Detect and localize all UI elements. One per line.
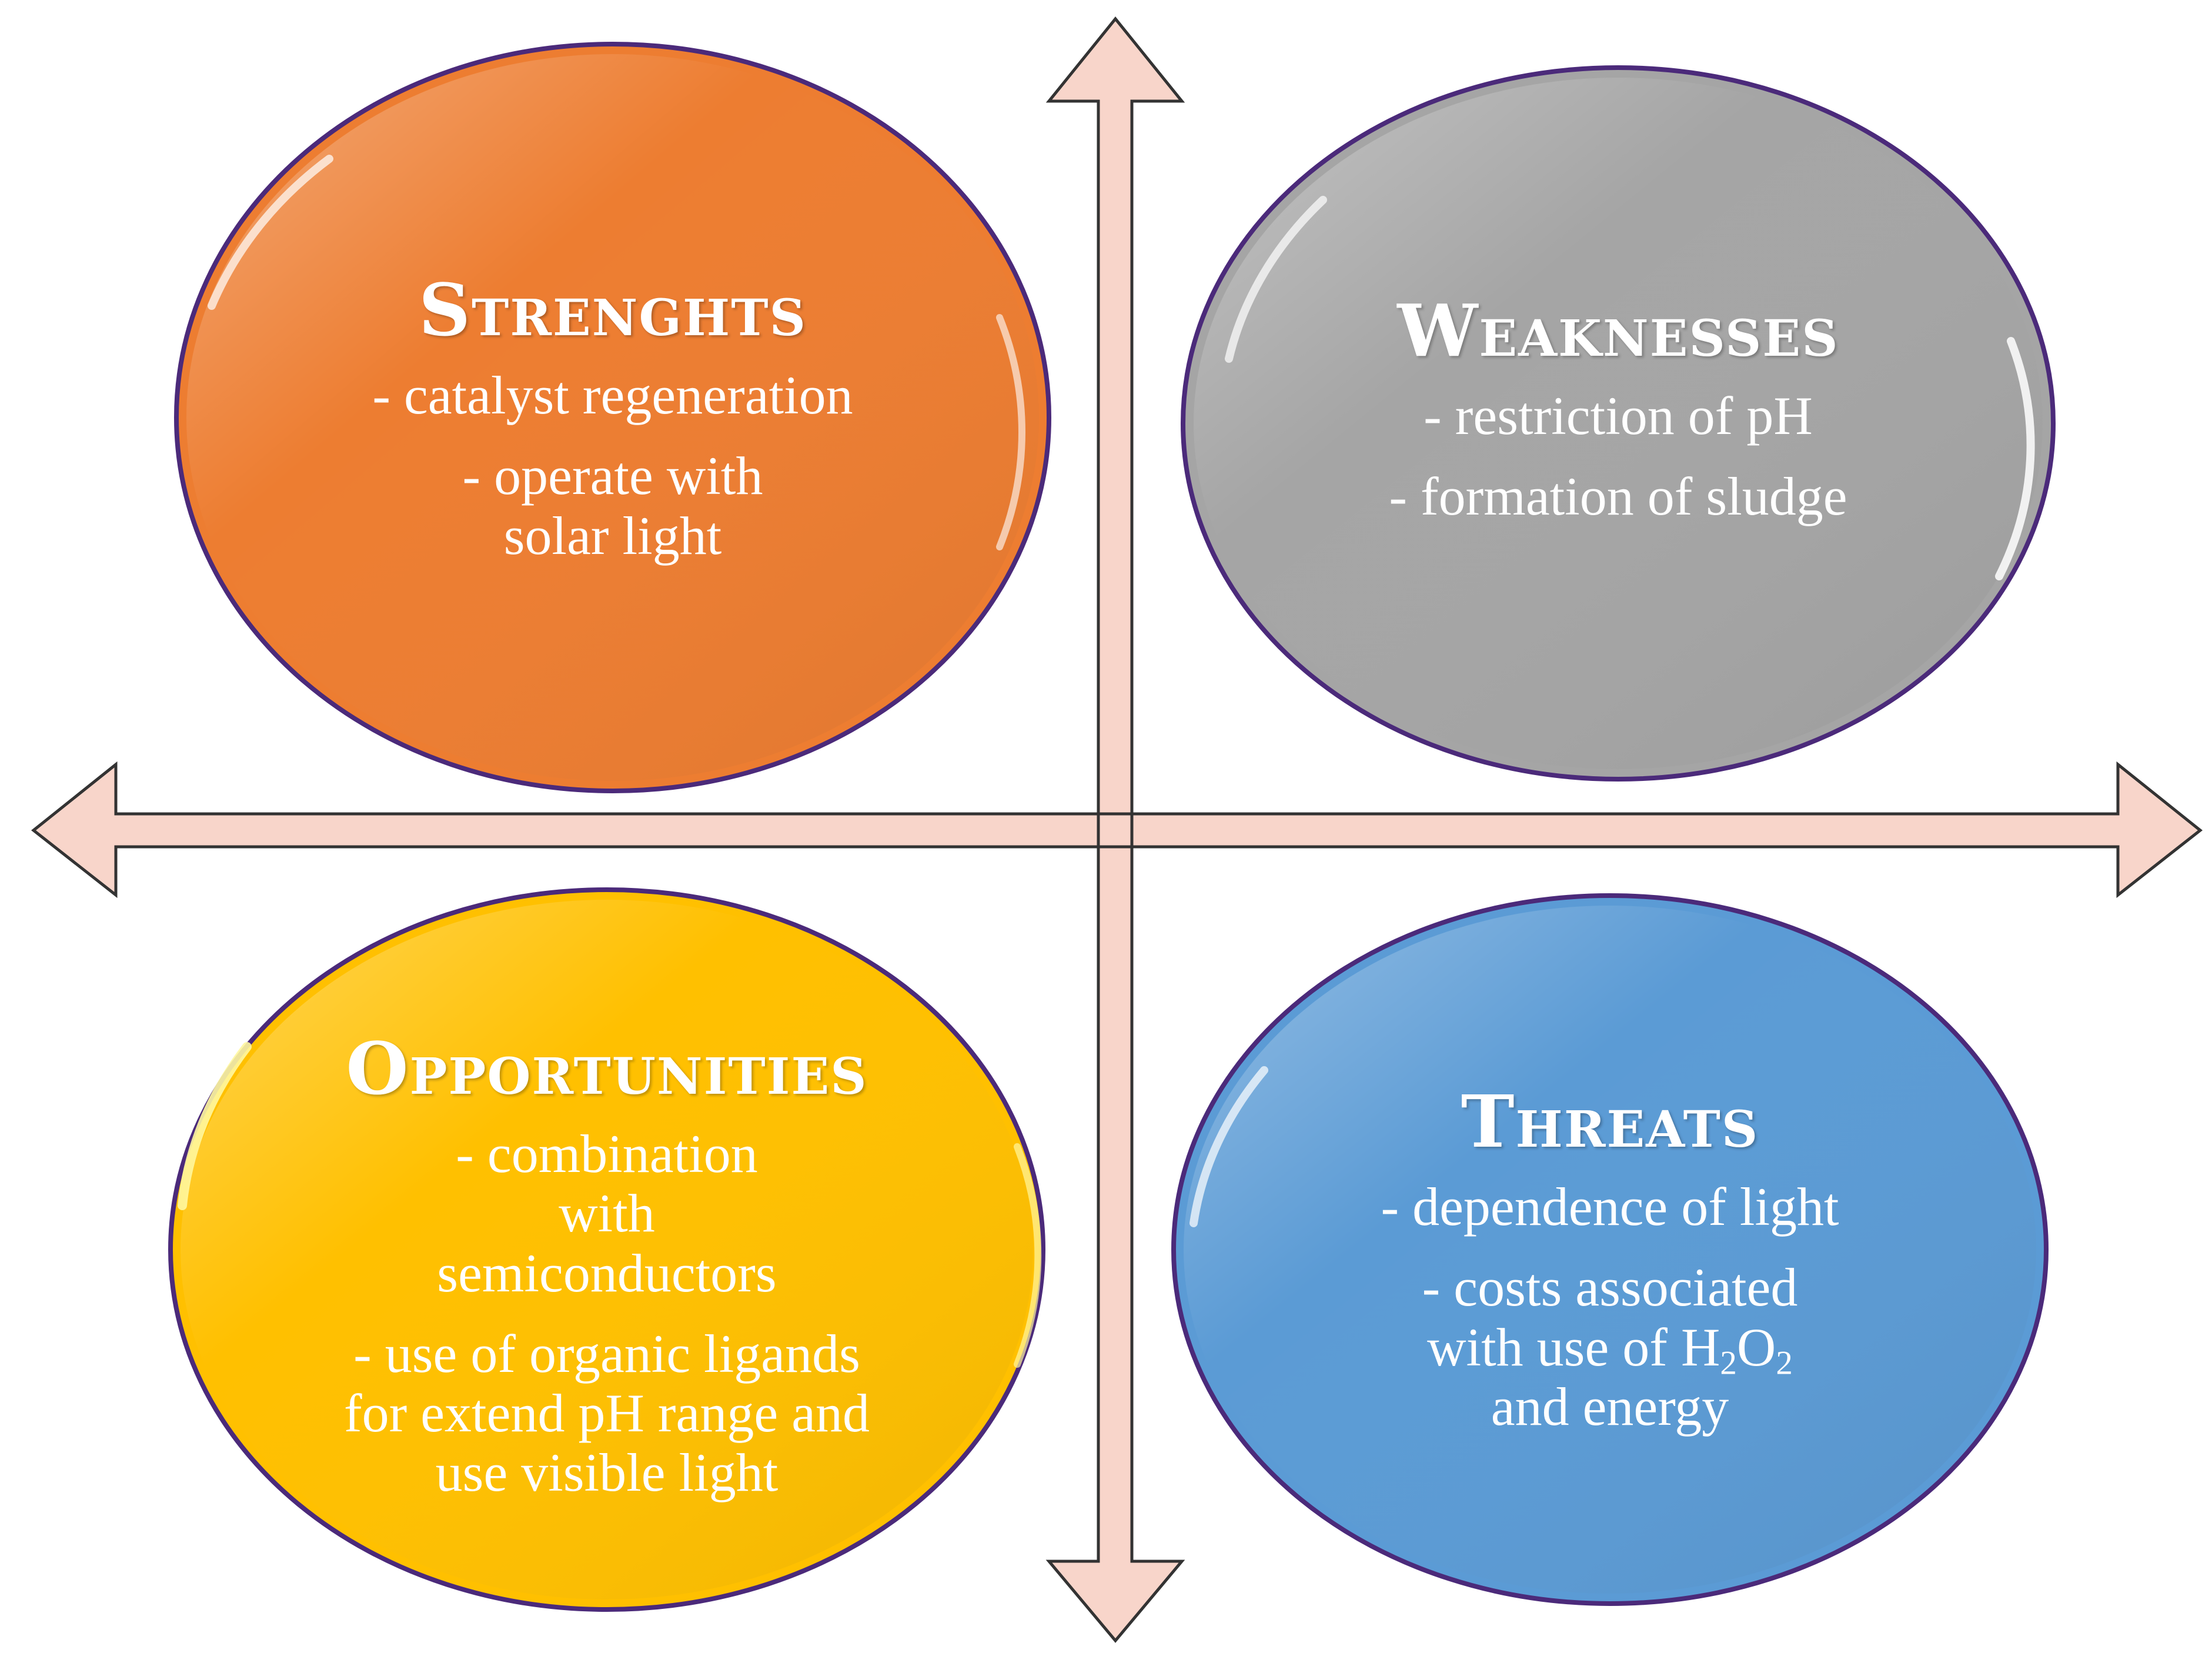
threats-item-2-sub2: 2 <box>1776 1344 1793 1381</box>
strengths-ellipse <box>174 42 1051 793</box>
weaknesses-ellipse <box>1181 65 2056 782</box>
opportunities-title: Opportunities <box>346 1026 868 1111</box>
strengths-text: Strenghts - catalyst regeneration - oper… <box>319 271 907 587</box>
threats-item-2-mid: O <box>1736 1317 1776 1377</box>
threats-text: Threats - dependence of light - costs as… <box>1298 1082 1922 1458</box>
opportunities-ellipse <box>168 887 1045 1612</box>
opportunities-item-2: - use of organic ligands for extend pH r… <box>343 1323 870 1503</box>
opportunities-text: Opportunities - combination with semicon… <box>301 1029 913 1524</box>
weaknesses-text: Weaknesses - restriction of pH - formati… <box>1301 291 1936 548</box>
strengths-item-1: - catalyst regeneration <box>372 365 853 426</box>
threats-item-2-prefix: - costs associated with use of H <box>1422 1257 1798 1377</box>
threats-item-2-suffix: and energy <box>1491 1376 1729 1437</box>
strengths-item-2: - operate with solar light <box>462 446 763 566</box>
strengths-title: Strenghts <box>418 268 807 352</box>
threats-item-2-sub1: 2 <box>1720 1344 1737 1381</box>
arrows <box>31 16 2203 1643</box>
threats-item-1: - dependence of light <box>1381 1177 1839 1237</box>
threats-title: Threats <box>1461 1079 1759 1164</box>
weaknesses-item-1: - restriction of pH <box>1424 386 1813 446</box>
weaknesses-item-2: - formation of sludge <box>1389 466 1847 527</box>
weaknesses-title: Weaknesses <box>1397 288 1839 373</box>
threats-ellipse <box>1171 893 2049 1606</box>
threats-item-2: - costs associated with use of H2O2 and … <box>1298 1258 1922 1437</box>
arrow-crossing <box>1100 816 1130 845</box>
opportunities-item-1: - combination with semiconductors <box>437 1124 777 1303</box>
